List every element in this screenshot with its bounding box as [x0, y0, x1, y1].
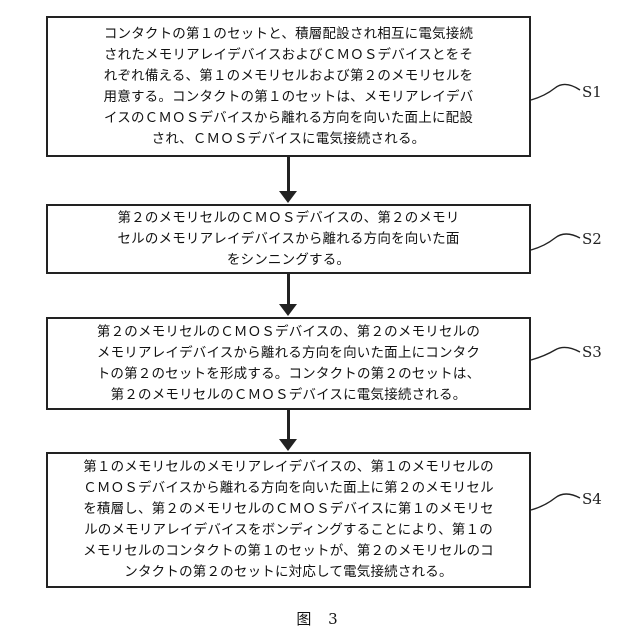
leader-line-s4: [531, 494, 580, 510]
figure-caption: 图 3: [0, 608, 640, 629]
step-label-s2: S2: [582, 230, 602, 248]
step-label-s1: S1: [582, 83, 602, 101]
leader-line-s3: [531, 347, 580, 360]
leader-line-s1: [531, 84, 580, 100]
step-label-s3: S3: [582, 343, 602, 361]
step-label-s4: S4: [582, 490, 602, 508]
leader-line-s2: [531, 234, 580, 250]
